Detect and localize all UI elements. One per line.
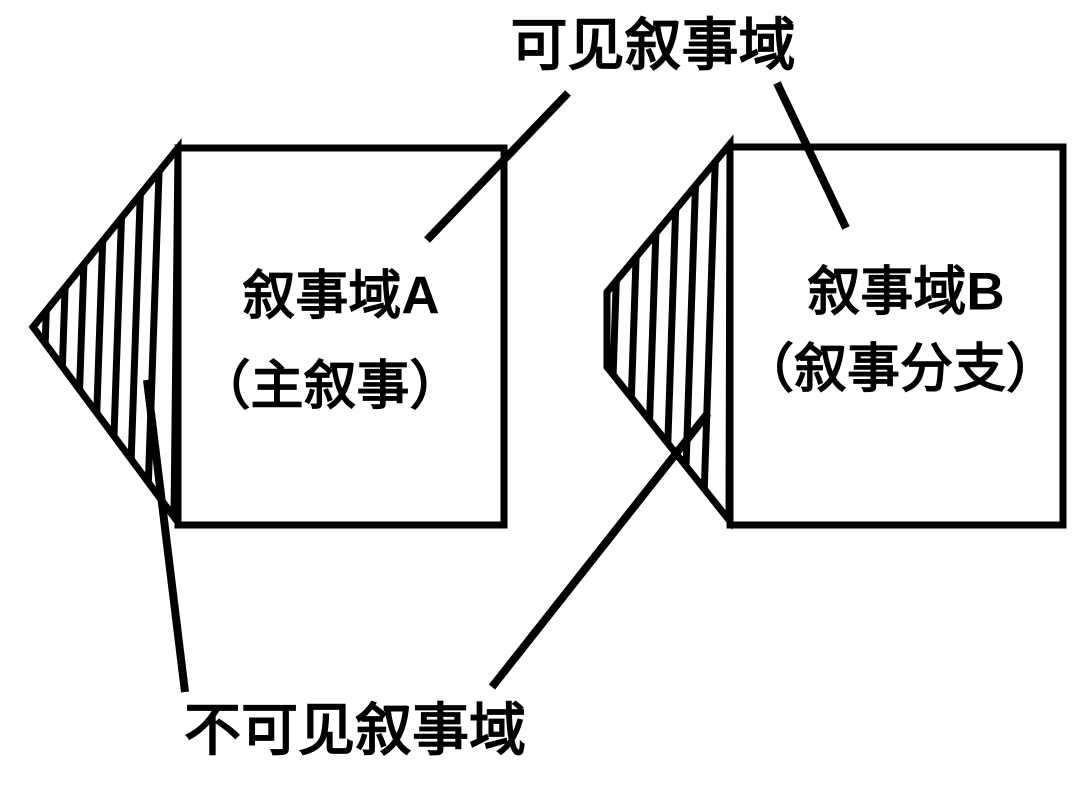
domain-a-subtitle: （主叙事） — [197, 356, 463, 416]
leader-visible-to-a — [424, 90, 571, 243]
invisible-domain-label: 不可见叙事域 — [184, 698, 526, 763]
visible-domain-label: 可见叙事域 — [510, 13, 796, 78]
domain-a-title: 叙事域A — [242, 266, 440, 326]
hatch-line — [589, 140, 602, 527]
leader-invisible-to-b — [488, 410, 712, 690]
hatch-line — [680, 144, 701, 520]
hatch-line — [33, 148, 38, 517]
hatch-line — [143, 148, 164, 517]
hatch-line — [699, 144, 720, 520]
narrative-domain-a-box — [174, 144, 508, 529]
domain-b-subtitle: （叙事分支） — [741, 339, 1059, 399]
domain-b-title: 叙事域B — [807, 262, 1005, 322]
leader-invisible-to-a — [143, 379, 189, 693]
narrative-domain-b-box — [726, 143, 1067, 529]
leader-visible-to-b — [773, 81, 850, 230]
hatch-line — [125, 148, 146, 517]
